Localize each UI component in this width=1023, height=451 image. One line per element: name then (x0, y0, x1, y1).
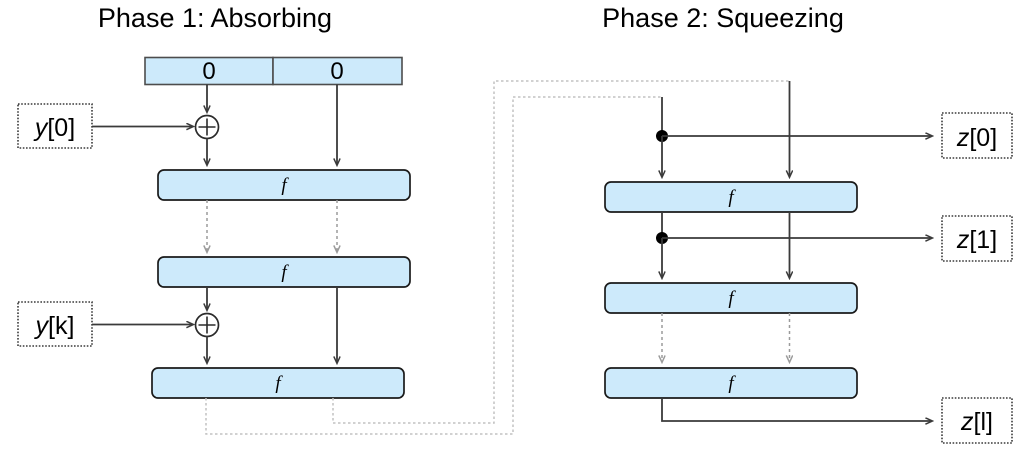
input-y0: y[0] (17, 103, 93, 149)
input-yk-box (17, 301, 93, 347)
p2-permutation-1-label: f (728, 187, 736, 208)
output-zl-label: z[l] (960, 408, 993, 436)
p2-permutation-3-box (604, 367, 858, 399)
output-z1: z[1] (941, 215, 1013, 262)
p1-permutation-2: f (157, 256, 411, 288)
phase1-title: Phase 1: Absorbing (98, 3, 332, 33)
p1-permutation-2-label: f (281, 262, 289, 283)
feedback-capacity-path (332, 80, 790, 424)
state-rate-value: 0 (202, 58, 215, 85)
p1-permutation-1-label: f (281, 175, 289, 196)
p2-permutation-1: f (604, 181, 858, 213)
output-z0-label: z[0] (956, 124, 997, 152)
p1-permutation-2-box (157, 256, 411, 288)
output-zl-box (941, 397, 1013, 444)
p2-permutation-2: f (604, 282, 858, 314)
output-z0: z[0] (941, 112, 1013, 159)
p1-permutation-3-box (151, 367, 405, 399)
phase2-title: Phase 2: Squeezing (602, 3, 844, 33)
output-z1-box (941, 215, 1013, 262)
output-zl: z[l] (941, 397, 1013, 444)
output-z0-box (941, 112, 1013, 159)
input-y0-label: y[0] (33, 114, 75, 142)
p1-permutation-3-label: f (275, 373, 283, 394)
xor-gate-1 (194, 114, 220, 140)
output-z1-label: z[1] (956, 226, 997, 254)
input-yk: y[k] (17, 301, 93, 347)
p2-permutation-1-box (604, 181, 858, 213)
p1-permutation-1: f (157, 169, 411, 201)
p2-zl-arrow (661, 398, 932, 421)
state-capacity-value: 0 (330, 58, 343, 85)
initial-state-bar: 0 0 (144, 56, 403, 86)
p1-permutation-3: f (151, 367, 405, 399)
state-rate-cell (144, 56, 274, 86)
input-yk-label: y[k] (34, 312, 75, 340)
xor-gate-2 (194, 312, 220, 338)
p2-permutation-3: f (604, 367, 858, 399)
p2-permutation-2-box (604, 282, 858, 314)
p1-permutation-1-box (157, 169, 411, 201)
p2-permutation-3-label: f (728, 373, 736, 394)
p2-permutation-2-label: f (728, 288, 736, 309)
